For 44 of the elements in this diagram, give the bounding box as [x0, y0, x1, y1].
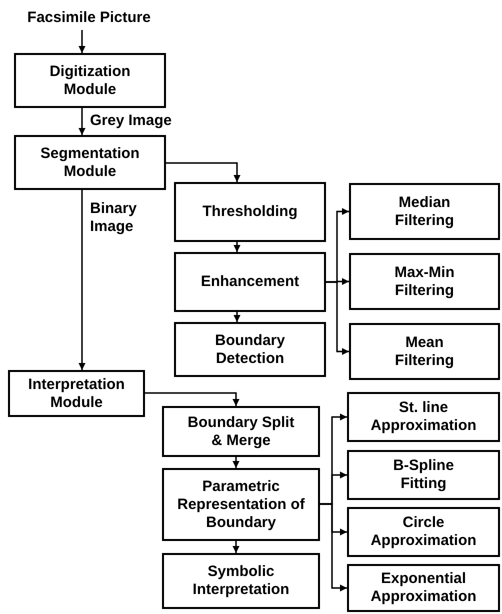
arrow — [234, 242, 240, 252]
box-label: Exponential Approximation — [370, 570, 478, 606]
box-label: B-Spline Fitting — [392, 457, 455, 493]
box-label: Max-Min Filtering — [394, 264, 456, 300]
process-box — [349, 323, 500, 380]
process-box — [349, 253, 500, 310]
input-label: Facsimile Picture — [27, 9, 151, 27]
process-box — [14, 135, 166, 190]
process-box — [162, 553, 320, 609]
arrow — [234, 312, 240, 322]
process-box — [174, 322, 326, 377]
process-box — [174, 182, 326, 242]
process-box — [347, 392, 500, 442]
process-box — [347, 507, 500, 557]
process-box — [162, 406, 320, 457]
arrow — [78, 190, 86, 370]
box-label: Circle Approximation — [370, 514, 478, 550]
box-label: Interpretation Module — [27, 376, 126, 412]
box-label: Median Filtering — [394, 194, 456, 230]
box-label: Parametric Representation of Boundary — [176, 478, 306, 532]
process-box — [162, 468, 320, 541]
box-label: Segmentation Module — [39, 144, 141, 180]
process-box — [347, 564, 500, 612]
arrow — [320, 503, 347, 592]
arrow — [78, 30, 86, 53]
box-label: Enhancement — [200, 273, 300, 291]
box-label: Boundary Split & Merge — [186, 414, 296, 450]
box-label: Mean Filtering — [394, 334, 456, 370]
arrow — [232, 541, 240, 553]
box-label: Thresholding — [202, 203, 298, 221]
arrow — [145, 392, 240, 406]
box-label: Boundary Detection — [214, 332, 286, 368]
arrow — [232, 457, 240, 468]
process-box — [347, 450, 500, 500]
arrow — [166, 162, 240, 182]
box-label: St. line Approximation — [370, 399, 478, 435]
process-box — [14, 53, 166, 108]
process-box — [349, 183, 500, 240]
arrow — [326, 281, 349, 355]
process-box — [174, 252, 326, 312]
arrow — [78, 108, 86, 135]
box-label: Symbolic Interpretation — [192, 563, 290, 599]
process-box — [8, 370, 145, 417]
box-label: Digitization Module — [48, 62, 132, 98]
